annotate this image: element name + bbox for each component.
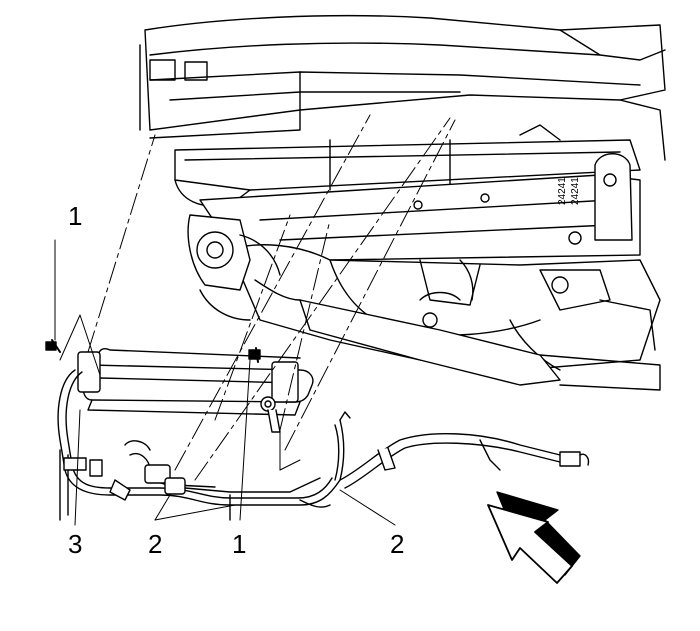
- retaining-clip: [267, 409, 281, 433]
- callout-3: 3: [68, 529, 83, 559]
- radiator-support: [139, 14, 666, 161]
- cooler-lines: [57, 369, 590, 521]
- callout-1-bottom: 1: [232, 529, 247, 559]
- front-direction-arrow: [487, 491, 581, 584]
- callout-2-left: 2: [148, 529, 163, 559]
- bolt-center: [248, 347, 261, 363]
- callout-2-right: 2: [390, 529, 405, 559]
- phantom-lines: [87, 114, 456, 481]
- wheel-hub-assembly: [187, 214, 301, 321]
- lower-control-arm: [299, 299, 661, 391]
- leader-lines: [54, 239, 396, 526]
- frame-code-label: 24241: [557, 177, 568, 205]
- engine-cradle: [174, 124, 641, 207]
- transmission-oil-cooler: [77, 348, 314, 416]
- bolt-left: [45, 339, 61, 353]
- frame-code-label-2: 24241: [570, 177, 581, 205]
- callout-1-top: 1: [68, 201, 83, 231]
- engine-underside: [229, 244, 661, 371]
